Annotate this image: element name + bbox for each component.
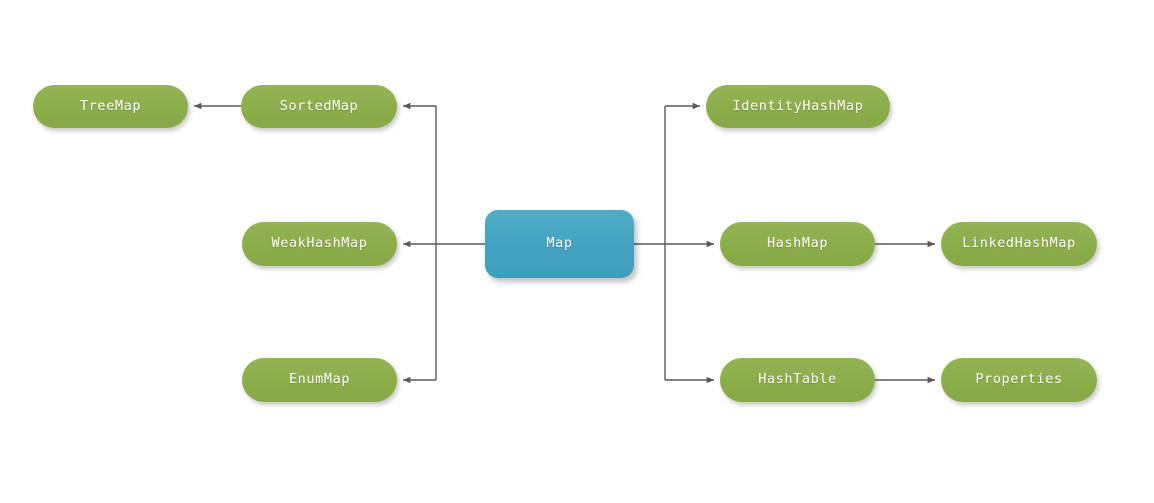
- node-properties[interactable]: Properties: [941, 358, 1097, 402]
- node-weakhashmap-label: WeakHashMap: [271, 235, 368, 252]
- node-sortedmap[interactable]: SortedMap: [241, 85, 397, 128]
- node-treemap[interactable]: TreeMap: [33, 85, 188, 128]
- node-hashtable-label: HashTable: [758, 371, 837, 388]
- node-treemap-label: TreeMap: [79, 97, 142, 114]
- node-map[interactable]: Map: [485, 210, 634, 278]
- node-properties-label: Properties: [975, 371, 1063, 388]
- node-hashtable[interactable]: HashTable: [720, 358, 875, 402]
- node-hashmap-label: HashMap: [766, 235, 829, 252]
- node-enummap-label: EnumMap: [288, 371, 351, 388]
- node-identityhashmap[interactable]: IdentityHashMap: [706, 85, 890, 128]
- node-map-label: Map: [546, 235, 573, 252]
- node-identityhashmap-label: IdentityHashMap: [732, 97, 864, 114]
- node-hashmap[interactable]: HashMap: [720, 222, 875, 266]
- node-weakhashmap[interactable]: WeakHashMap: [242, 222, 397, 266]
- node-enummap[interactable]: EnumMap: [242, 358, 397, 402]
- node-linkedhashmap-label: LinkedHashMap: [962, 235, 1076, 252]
- node-sortedmap-label: SortedMap: [279, 97, 359, 114]
- node-linkedhashmap[interactable]: LinkedHashMap: [941, 222, 1097, 266]
